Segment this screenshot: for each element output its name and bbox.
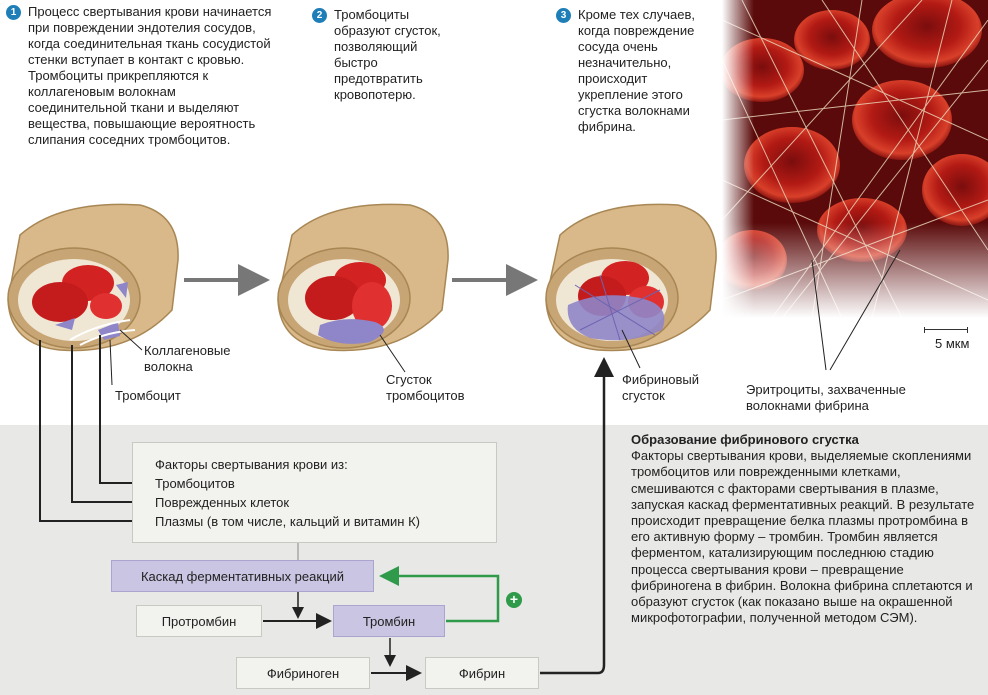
factors-title: Факторы свертывания крови из:: [155, 457, 348, 472]
cascade-box: Каскад ферментативных реакций: [111, 560, 374, 592]
label-platelet-clot: Сгусток тромбоцитов: [386, 372, 465, 403]
step-2-badge: 2: [312, 8, 327, 23]
positive-feedback-icon: +: [506, 592, 522, 608]
description-title: Образование фибринового сгустка: [631, 432, 859, 447]
scale-label: 5 мкм: [935, 336, 970, 351]
prothrombin-box: Протромбин: [136, 605, 262, 637]
clotting-factors-box: Факторы свертывания крови из: Тромбоцито…: [132, 442, 497, 543]
vessel-1: [7, 203, 179, 352]
fibrin-box: Фибрин: [425, 657, 539, 689]
vessel-3: [545, 203, 717, 352]
description-body: Факторы свертывания крови, выделяемые ск…: [631, 448, 975, 626]
step-3-badge: 3: [556, 8, 571, 23]
factor-damaged-cells: Поврежденных клеток: [155, 495, 290, 510]
step-1-text: Процесс свертывания крови начинается при…: [28, 4, 272, 147]
vessel-2: [277, 203, 449, 352]
scale-bar: [924, 327, 968, 333]
sem-micrograph: [722, 0, 988, 318]
factor-platelets: Тромбоцитов: [155, 476, 235, 491]
description-panel: Образование фибринового сгустка Факторы …: [631, 432, 981, 626]
factor-plasma: Плазмы (в том числе, кальций и витамин К…: [155, 514, 420, 529]
label-platelet: Тромбоцит: [115, 388, 181, 403]
thrombin-box: Тромбин: [333, 605, 445, 637]
label-trapped-rbc: Эритроциты, захваченные волокнами фибрин…: [746, 382, 906, 413]
step-2-text: Тромбоциты образуют сгусток, позволяющий…: [334, 7, 441, 102]
label-collagen: Коллагеновые волокна: [144, 343, 231, 374]
fibrinogen-box: Фибриноген: [236, 657, 370, 689]
step-1-badge: 1: [6, 5, 21, 20]
step-3-text: Кроме тех случаев, когда повреждение сос…: [578, 7, 696, 134]
label-fibrin-clot: Фибриновый сгусток: [622, 372, 700, 403]
